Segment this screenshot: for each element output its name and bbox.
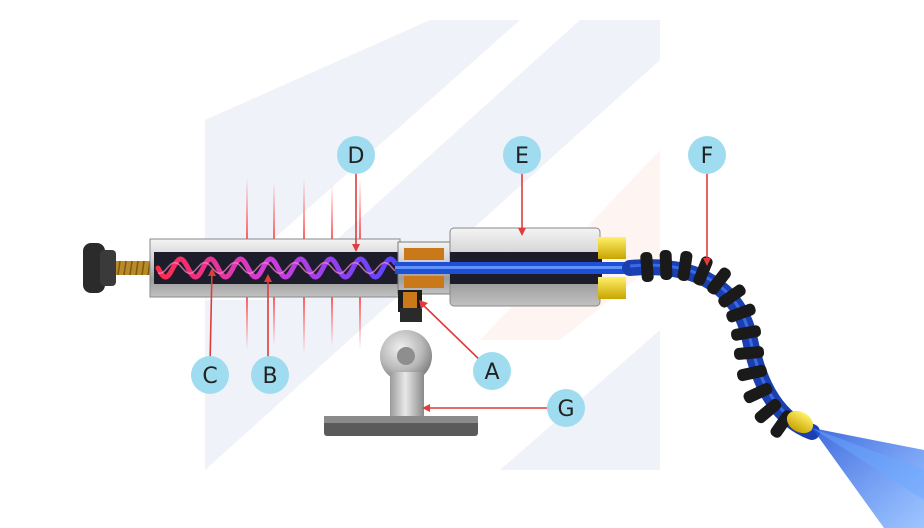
- cold-air-hose: [622, 249, 820, 440]
- label-a: A: [484, 360, 499, 385]
- hot-end-valve-knob: [83, 243, 156, 293]
- mounting-stand: [324, 308, 478, 436]
- label-b: B: [262, 364, 277, 389]
- label-g: G: [557, 397, 574, 422]
- label-d: D: [348, 144, 365, 169]
- cold-air-stream: [395, 262, 635, 274]
- callout-label-e: E: [503, 136, 541, 174]
- label-e: E: [515, 144, 529, 169]
- pointer-arrowheads: [208, 228, 711, 412]
- callout-label-g: G: [547, 389, 585, 427]
- callout-label-f: F: [688, 136, 726, 174]
- vortex-spiral: [155, 256, 398, 280]
- generation-chamber: [397, 241, 451, 312]
- cold-air-spray: [812, 428, 924, 528]
- label-c: C: [202, 364, 217, 389]
- pointer-lines: [209, 172, 708, 409]
- callout-label-a: A: [473, 352, 511, 390]
- callout-label-d: D: [337, 136, 375, 174]
- heat-radiation-lines: [246, 178, 361, 354]
- label-f: F: [701, 144, 714, 169]
- callout-label-c: C: [191, 356, 229, 394]
- callout-label-b: B: [251, 356, 289, 394]
